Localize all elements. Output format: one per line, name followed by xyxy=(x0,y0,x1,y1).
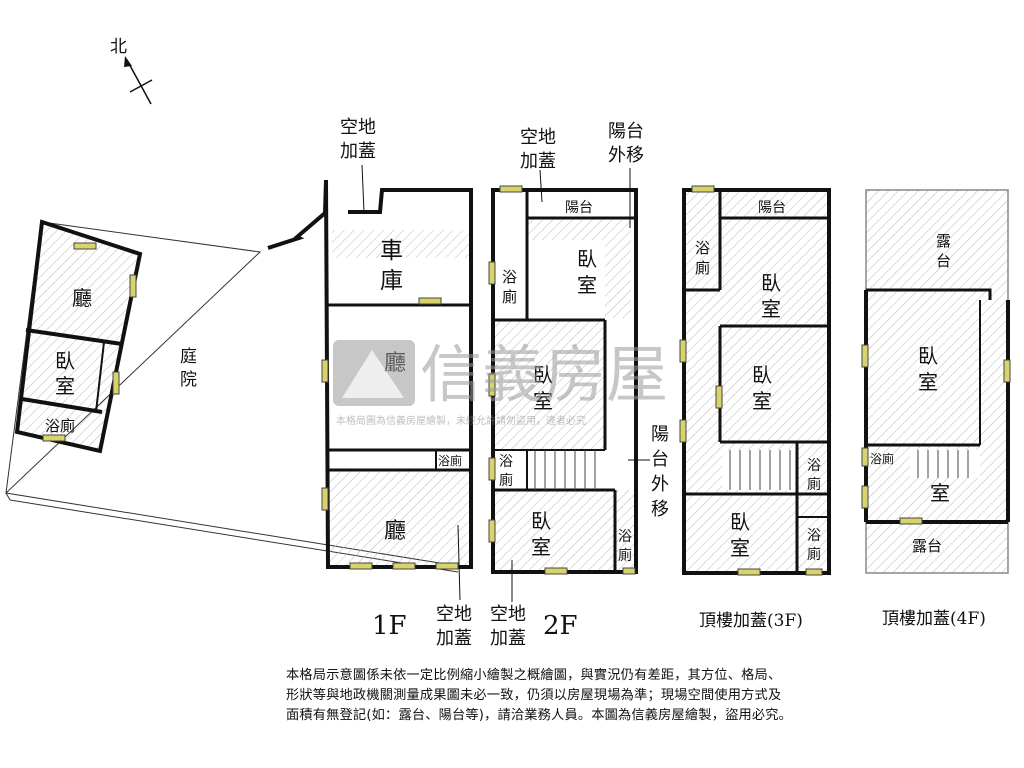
floor2-bedroom-lower-2: 室 xyxy=(531,535,551,559)
outbuilding-bedroom-label-2: 室 xyxy=(55,374,75,398)
floor2-side-2: 台 xyxy=(651,449,669,470)
floor4-bedroom-1: 臥 xyxy=(918,344,938,368)
floor3-bath-mid-1: 浴 xyxy=(807,458,821,474)
floor2-bedroom-upper-1: 臥 xyxy=(577,247,597,271)
floor3-bath-upper-1: 浴 xyxy=(695,239,710,257)
floor2-bath-lower-2: 廁 xyxy=(618,547,632,564)
floor3-bath-lower-1: 浴 xyxy=(807,528,821,544)
floor4-terrace-top-2: 台 xyxy=(936,252,951,270)
floor2-side-4: 移 xyxy=(651,499,669,520)
disclaimer-line-2: 形狀等與地政機關測量成果圖未必一致，仍須以房屋現場為準；現場空間使用方式及 xyxy=(286,688,782,703)
floor3-bath-upper-2: 廁 xyxy=(695,259,710,277)
floor4-terrace-top-1: 露 xyxy=(936,232,951,250)
outbuilding-hall-label: 廳 xyxy=(72,286,92,310)
floor4-bedroom-2: 室 xyxy=(918,370,938,394)
site-boundary xyxy=(4,221,459,567)
floor2-bath-upper-2: 廁 xyxy=(502,288,517,306)
compass-north-label: 北 xyxy=(110,37,127,57)
floor2-note-bottom-2: 加蓋 xyxy=(490,628,526,649)
floor4-room-label: 室 xyxy=(930,481,950,505)
floor-4-plan: 露 台 臥 室 浴廁 室 露台 xyxy=(861,189,1011,574)
watermark-line: 本格局圖為信義房屋繪製，未經允許請勿盜用，違者必究 xyxy=(336,414,586,427)
floor2-note-top-1: 空地 xyxy=(520,127,556,148)
watermark-brand: 信義房屋 xyxy=(420,338,668,411)
floor3-bath-mid-2: 廁 xyxy=(807,476,821,493)
floor2-bedroom-lower-1: 臥 xyxy=(531,509,551,533)
floor3-caption: 頂樓加蓋(3F) xyxy=(699,611,803,631)
floor3-bedroom-lower-1: 臥 xyxy=(730,510,750,534)
outbuilding-bedroom-label-1: 臥 xyxy=(55,349,75,373)
garage-label-1: 車 xyxy=(380,238,403,264)
floor2-balcony-move-2: 外移 xyxy=(608,145,644,166)
disclaimer-line-3: 面積有無登記(如：露台、陽台等)，請洽業務人員。本圖為信義房屋繪製，盜用必究。 xyxy=(286,708,793,723)
floor-3-plan: 陽台 浴 廁 臥 室 臥 室 浴 廁 臥 室 浴 廁 xyxy=(679,185,831,576)
floor2-note-bottom-1: 空地 xyxy=(490,604,526,625)
floor3-bedroom-mid-2: 室 xyxy=(752,389,772,413)
floor2-bath-upper-1: 浴 xyxy=(502,268,517,286)
floor2-bath-lower-1: 浴 xyxy=(618,529,632,545)
outbuilding-plan: 廳 臥 室 浴廁 xyxy=(14,219,143,454)
disclaimer: 本格局示意圖係未依一定比例縮小繪製之概繪圖，與實況仍有差距，其方位、格局、 形狀… xyxy=(286,666,926,726)
floor2-bedroom-mid-2: 室 xyxy=(533,389,553,413)
floor1-note-bottom-1: 空地 xyxy=(436,604,472,625)
floor1-note-top-2: 加蓋 xyxy=(340,141,376,162)
floor3-bath-lower-2: 廁 xyxy=(807,546,821,563)
yard-label-2: 院 xyxy=(180,370,197,390)
floor2-bath-mid-2: 廁 xyxy=(499,472,513,489)
floor4-bath-label: 浴廁 xyxy=(870,451,894,466)
disclaimer-line-1: 本格局示意圖係未依一定比例縮小繪製之概繪圖，與實況仍有差距，其方位、格局、 xyxy=(286,668,782,683)
floor2-caption: 2F xyxy=(543,611,578,641)
yard-label-1: 庭 xyxy=(180,347,197,367)
floor2-bedroom-mid-1: 臥 xyxy=(533,363,553,387)
north-compass: 北 xyxy=(110,37,153,105)
watermark: 信義房屋 本格局圖為信義房屋繪製，未經允許請勿盜用，違者必究 xyxy=(333,338,668,427)
floor3-bedroom-upper-1: 臥 xyxy=(761,271,781,295)
floor2-bath-mid-1: 浴 xyxy=(499,454,513,470)
floor2-side-3: 外 xyxy=(651,474,669,495)
floor4-terrace-bottom: 露台 xyxy=(912,537,942,555)
floor1-note-bottom-2: 加蓋 xyxy=(436,628,472,649)
floor1-hall-lower-label: 廳 xyxy=(384,519,406,544)
floor1-note-top-1: 空地 xyxy=(340,117,376,138)
floor2-balcony-label: 陽台 xyxy=(565,200,593,216)
floor1-bath-label: 浴廁 xyxy=(438,453,462,468)
floor4-caption: 頂樓加蓋(4F) xyxy=(882,609,986,629)
floor2-note-top-2: 加蓋 xyxy=(520,151,556,172)
floor3-bedroom-mid-1: 臥 xyxy=(752,363,772,387)
floor-2-plan: 陽台 浴 廁 臥 室 臥 室 浴 廁 臥 室 浴 廁 xyxy=(488,185,638,575)
floor2-side-1: 陽 xyxy=(651,424,669,445)
floor3-bedroom-upper-2: 室 xyxy=(761,297,781,321)
garage-label-2: 庫 xyxy=(380,268,403,294)
floor3-bedroom-lower-2: 室 xyxy=(730,536,750,560)
watermark-logo xyxy=(333,340,415,406)
outbuilding-bath-label: 浴廁 xyxy=(45,417,75,435)
floor2-balcony-move-1: 陽台 xyxy=(608,121,644,142)
floor1-caption: 1F xyxy=(372,611,407,641)
floor3-balcony-label: 陽台 xyxy=(758,200,786,216)
floor2-bedroom-upper-2: 室 xyxy=(577,273,597,297)
